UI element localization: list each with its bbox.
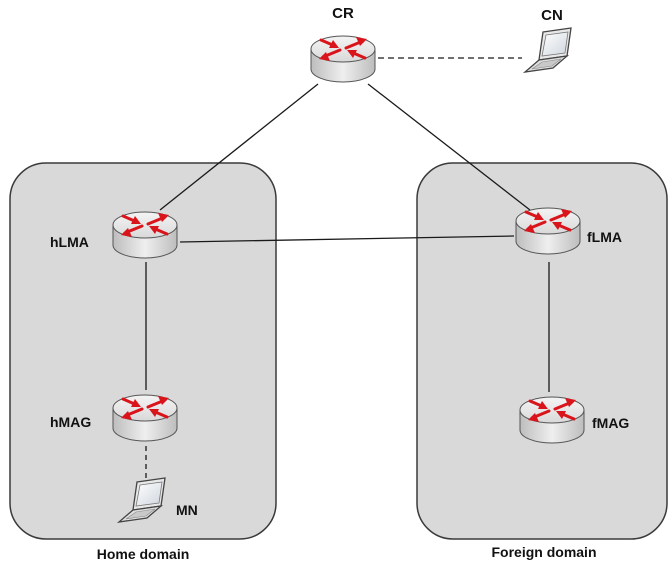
- laptop-cn: [524, 27, 572, 73]
- link-cr-hlma: [159, 83, 319, 211]
- home-domain-label: Home domain: [97, 546, 190, 562]
- label-hlma: hLMA: [50, 234, 89, 250]
- router-fmag: [518, 395, 586, 445]
- router-hmag: [111, 393, 179, 443]
- label-hmag: hMAG: [50, 414, 91, 430]
- label-mn: MN: [176, 502, 198, 518]
- link-hlma-flma: [179, 235, 515, 243]
- link-cr-flma: [367, 83, 531, 211]
- home-domain-box: [9, 162, 277, 540]
- router-hlma: [111, 210, 179, 260]
- foreign-domain-label: Foreign domain: [492, 544, 597, 560]
- label-fmag: fMAG: [592, 415, 629, 431]
- links: [145, 57, 550, 482]
- router-flma: [514, 206, 582, 256]
- router-cr: [309, 34, 377, 84]
- label-cn: CN: [541, 7, 563, 24]
- label-cr: CR: [332, 5, 354, 22]
- foreign-domain-box: [416, 162, 668, 540]
- label-flma: fLMA: [587, 229, 622, 245]
